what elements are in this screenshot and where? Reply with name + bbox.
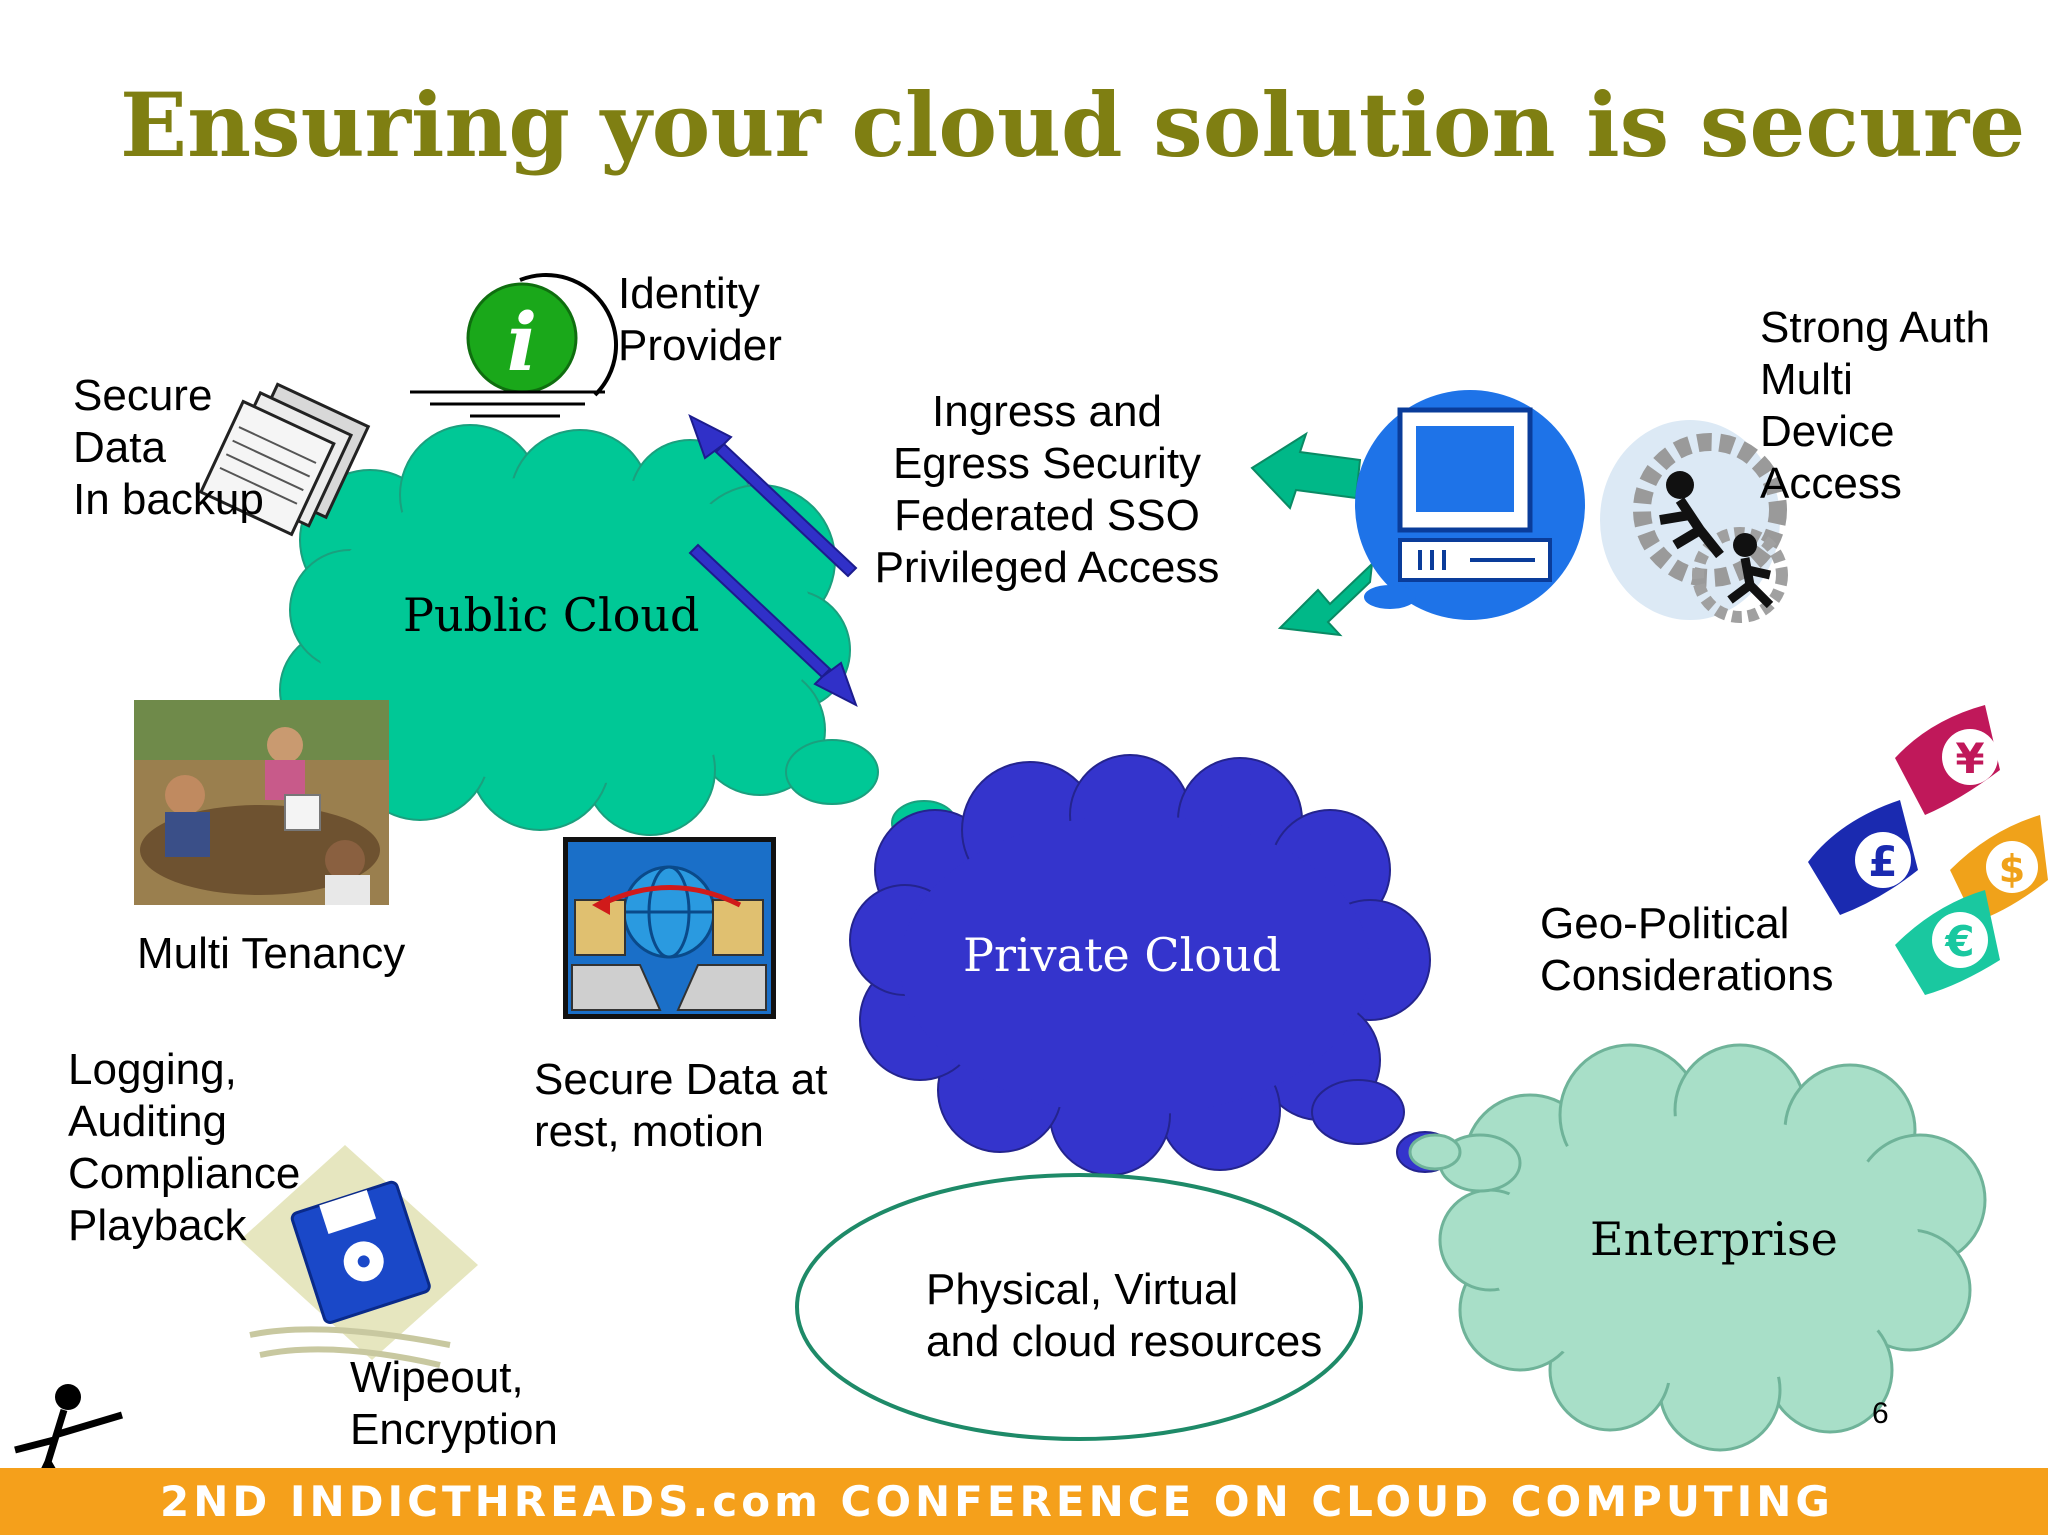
multi-tenancy-label: Multi Tenancy	[137, 929, 406, 978]
meeting-icon	[134, 700, 389, 905]
blue-arrows	[688, 413, 858, 708]
strong-auth-label: Strong Auth Multi Device Access	[1760, 303, 1990, 508]
currency-euro: €	[1944, 917, 1974, 966]
ingress-egress-label: Ingress and Egress Security Federated SS…	[874, 387, 1220, 592]
floppy-disk-icon	[240, 1145, 478, 1368]
slide-title: Ensuring your cloud solution is secure	[120, 73, 2026, 177]
currency-yen: ¥	[1955, 734, 1984, 783]
public-cloud	[279, 424, 1017, 879]
wipeout-encryption-label: Wipeout, Encryption	[350, 1353, 558, 1454]
physical-virtual-ellipse	[795, 1173, 1363, 1441]
secure-backup-label: Secure Data In backup	[73, 371, 264, 524]
geo-political-label: Geo-Political Considerations	[1540, 899, 1834, 1000]
private-cloud-label: Private Cloud	[963, 928, 1282, 982]
public-cloud-label: Public Cloud	[403, 588, 700, 642]
footer-bar	[0, 1468, 2048, 1535]
private-cloud	[849, 754, 1454, 1176]
computer-icon	[1355, 390, 1585, 620]
identity-provider-label: Identity Provider	[618, 269, 782, 370]
logging-auditing-label: Logging, Auditing Compliance Playback	[68, 1045, 301, 1250]
currency-pound: £	[1868, 837, 1897, 886]
footer-text: 2ND INDICTHREADS.com CONFERENCE ON CLOUD…	[160, 1477, 1834, 1526]
currency-icons: ¥ £ $ €	[1808, 705, 2048, 995]
enterprise-cloud	[1408, 1043, 1987, 1452]
physical-virtual-label: Physical, Virtual and cloud resources	[926, 1265, 1323, 1366]
enterprise-cloud-label: Enterprise	[1590, 1212, 1838, 1266]
secure-data-rest-label: Secure Data at rest, motion	[534, 1055, 828, 1156]
globe-transfer-icon	[563, 837, 776, 1019]
stick-figure-icon	[14, 1384, 124, 1502]
info-icon: i	[410, 272, 619, 418]
currency-dollar: $	[1999, 847, 2025, 891]
floppy-stack-icon	[198, 382, 371, 537]
page-number: 6	[1872, 1397, 1889, 1430]
svg-text:i: i	[507, 295, 537, 389]
green-arrows	[1250, 431, 1374, 637]
runners-gears-icon	[1600, 420, 1788, 623]
